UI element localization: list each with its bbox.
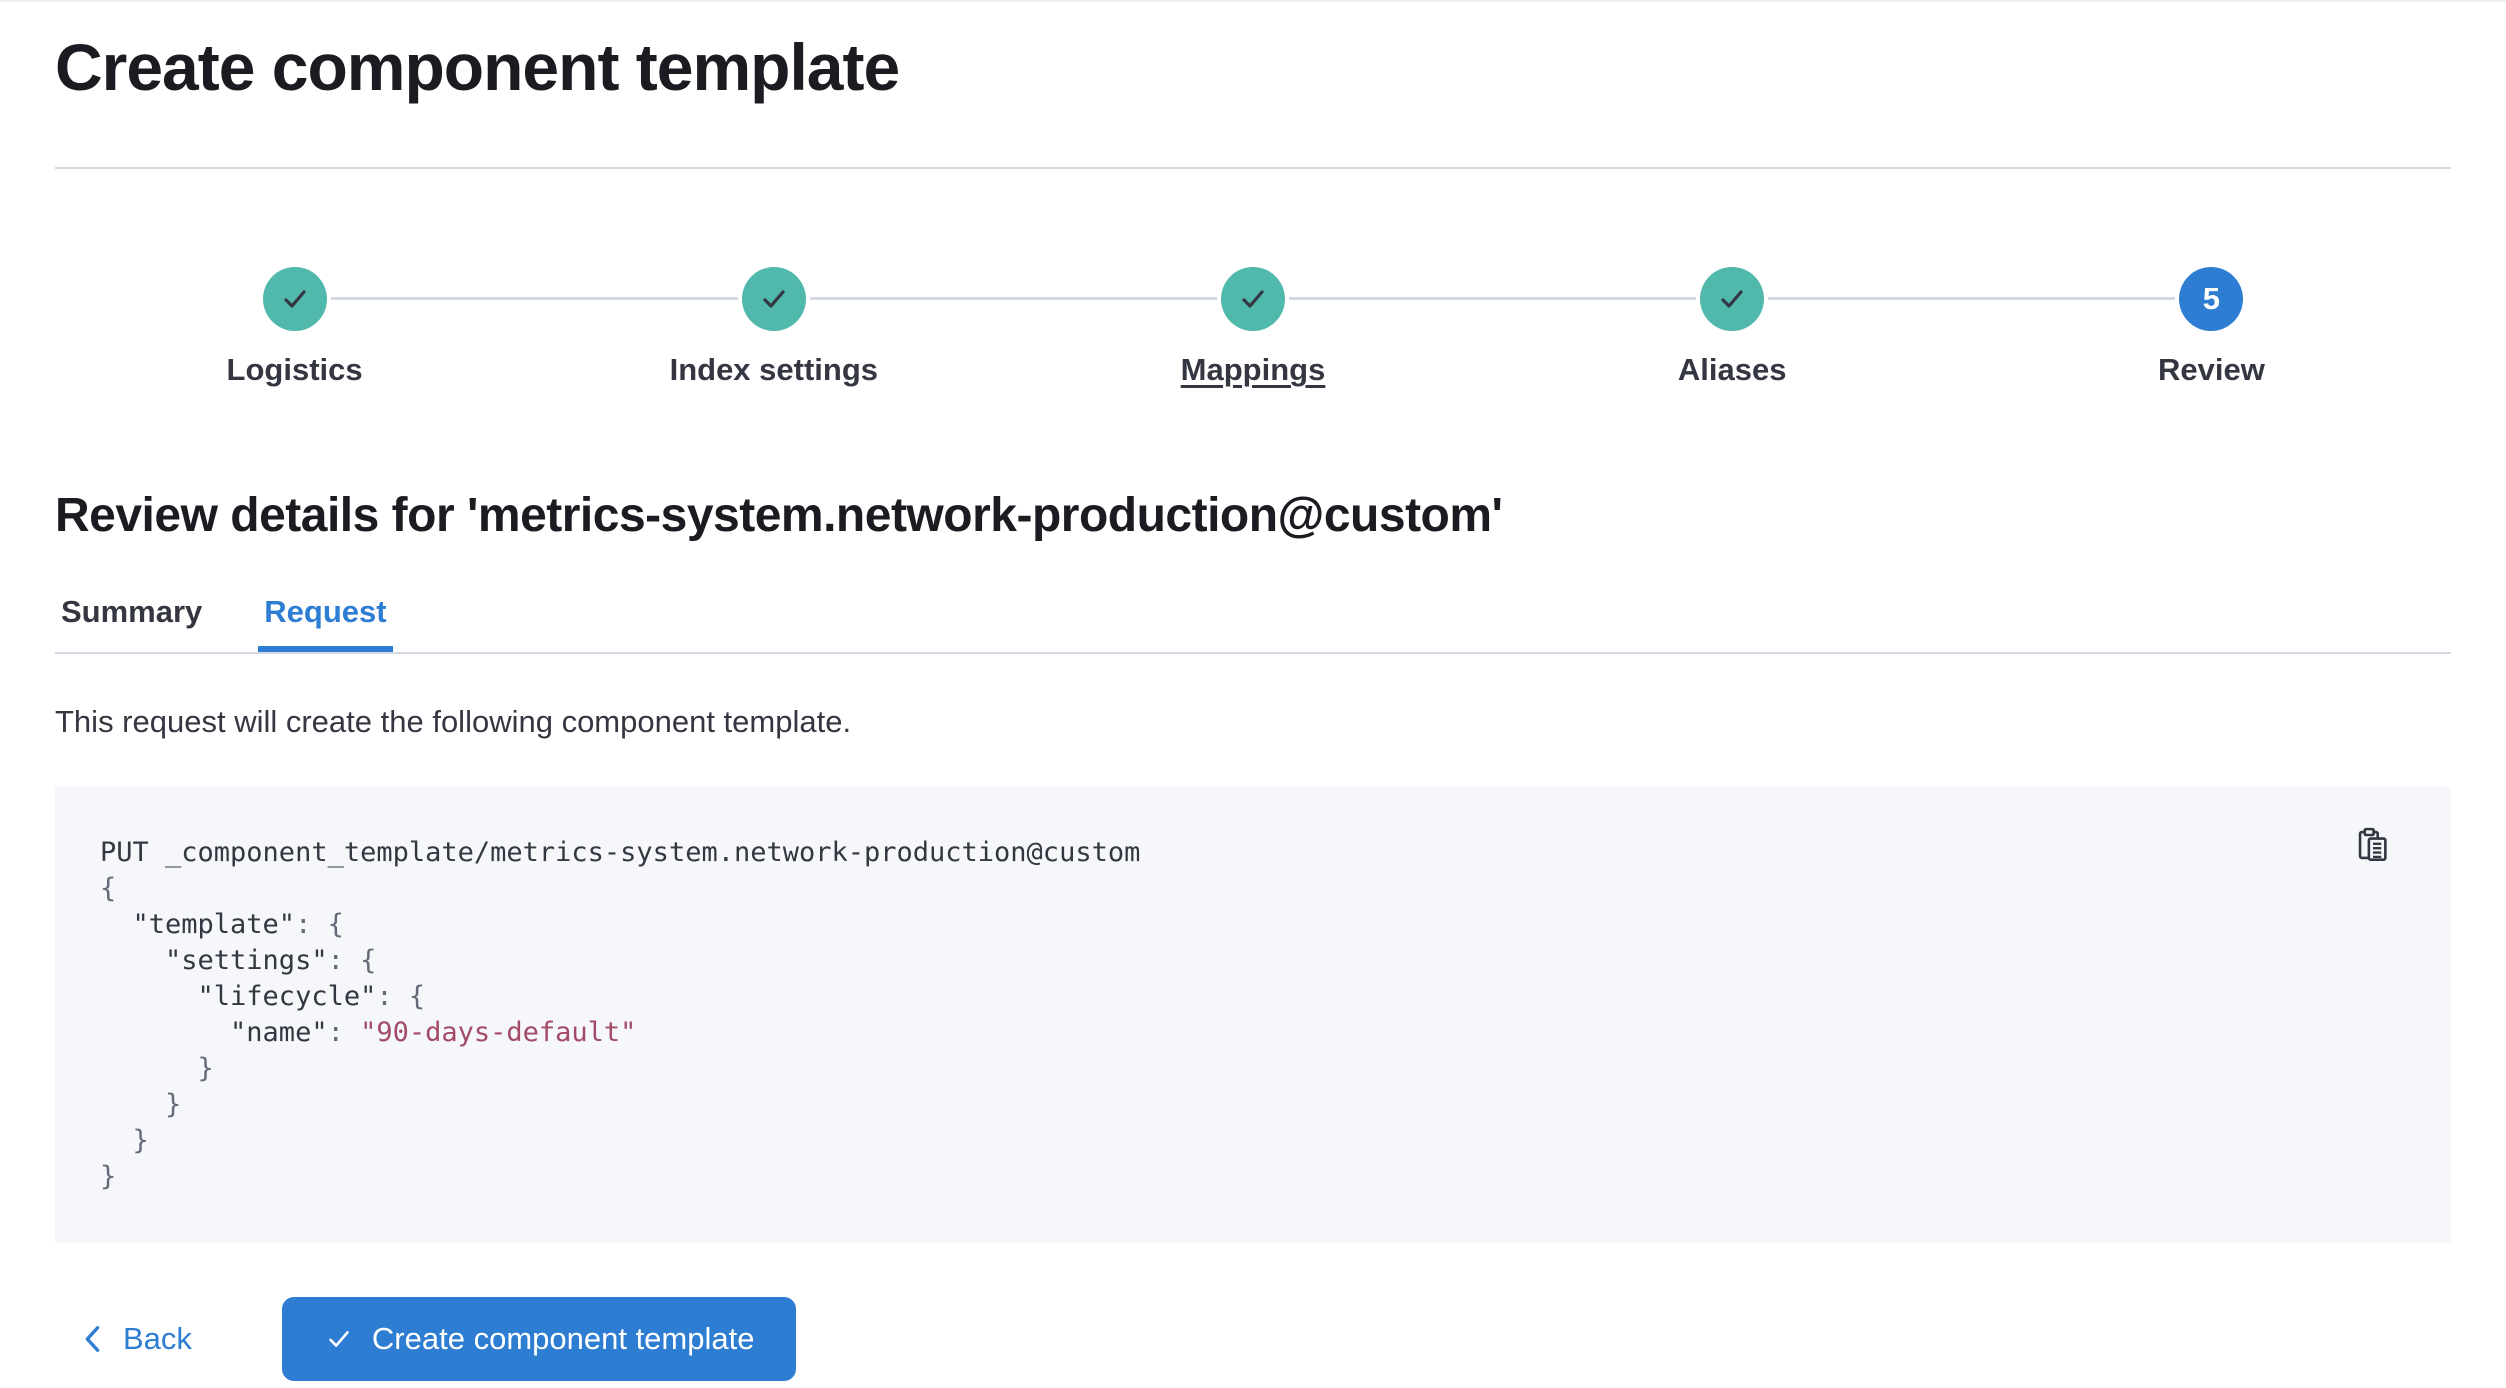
step-complete-check-icon	[262, 267, 327, 332]
review-heading: Review details for 'metrics-system.netwo…	[55, 488, 1503, 542]
step-complete-check-icon	[1700, 267, 1765, 332]
step-track	[534, 267, 1014, 332]
tab-summary[interactable]: Summary	[55, 588, 208, 652]
step-label-aliases: Aliases	[1677, 352, 1787, 388]
step-track: 5	[1971, 267, 2451, 332]
step-track	[1013, 267, 1493, 332]
request-description: This request will create the following c…	[55, 703, 852, 739]
step-indicator: Logistics Index settings Mappings	[55, 267, 2451, 390]
create-component-template-button[interactable]: Create component template	[281, 1297, 797, 1382]
connector-line	[1013, 297, 1217, 301]
step-label-mappings: Mappings	[1180, 352, 1326, 388]
check-icon	[324, 1324, 354, 1354]
tab-bar: Summary Request	[55, 588, 2451, 654]
step-complete-check-icon	[1221, 267, 1285, 332]
step-label-index-settings: Index settings	[669, 352, 879, 388]
page-title: Create component template	[55, 30, 900, 104]
connector-line	[1289, 297, 1493, 301]
copy-clipboard-icon	[2353, 825, 2393, 865]
connector-line	[1492, 297, 1697, 301]
back-button-label: Back	[123, 1321, 192, 1357]
step-track	[55, 267, 535, 332]
back-button[interactable]: Back	[55, 1321, 216, 1357]
connector-line	[1971, 297, 2176, 301]
code-content: PUT _component_template/metrics-system.n…	[100, 837, 1141, 1193]
step-index-settings[interactable]: Index settings	[534, 267, 1014, 390]
title-divider	[55, 167, 2451, 170]
chevron-left-icon	[79, 1324, 105, 1354]
connector-line	[1768, 297, 1972, 301]
wizard-footer: Back Create component template	[55, 1297, 2451, 1382]
step-track	[1492, 267, 1972, 332]
step-label-logistics: Logistics	[226, 352, 363, 388]
copy-button[interactable]	[2347, 819, 2399, 871]
step-review[interactable]: 5 Review	[1971, 267, 2451, 390]
step-label-review: Review	[2157, 352, 2265, 388]
connector-line	[809, 297, 1014, 301]
step-complete-check-icon	[741, 267, 806, 332]
connector-line	[330, 297, 535, 301]
step-logistics[interactable]: Logistics	[55, 267, 535, 390]
step-mappings[interactable]: Mappings	[1013, 267, 1493, 390]
step-aliases[interactable]: Aliases	[1492, 267, 1972, 390]
request-code-block: PUT _component_template/metrics-system.n…	[55, 787, 2451, 1244]
tab-request[interactable]: Request	[258, 588, 392, 652]
connector-line	[534, 297, 738, 301]
step-number-badge: 5	[2179, 267, 2244, 332]
create-component-template-label: Create component template	[371, 1321, 755, 1357]
